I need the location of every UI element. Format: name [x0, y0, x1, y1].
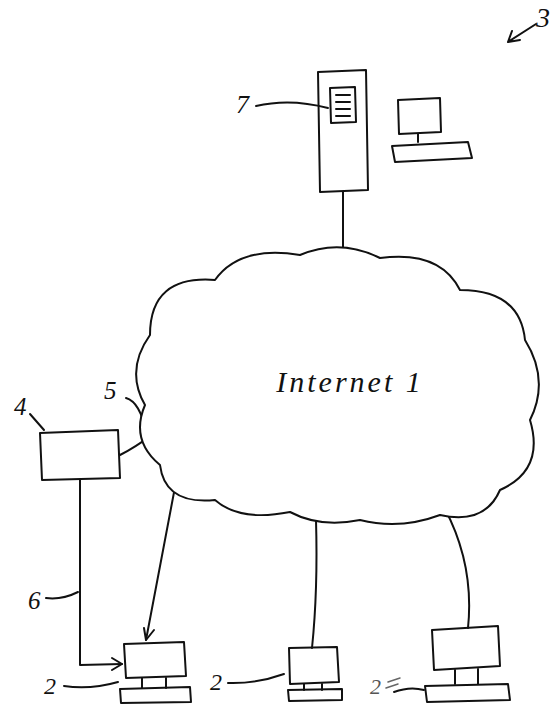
callout-number: 2	[44, 674, 56, 698]
callout-number: 3	[536, 4, 550, 32]
callout-number: 2	[210, 670, 222, 694]
internet-cloud: Internet 1	[130, 235, 550, 530]
network-name: Internet 1	[276, 365, 423, 398]
callout-number: 7	[236, 92, 249, 118]
callout-number: 2	[370, 676, 381, 698]
callout-number: 6	[28, 588, 41, 613]
callout-number: 5	[104, 378, 117, 403]
callout-number: 4	[14, 394, 27, 419]
